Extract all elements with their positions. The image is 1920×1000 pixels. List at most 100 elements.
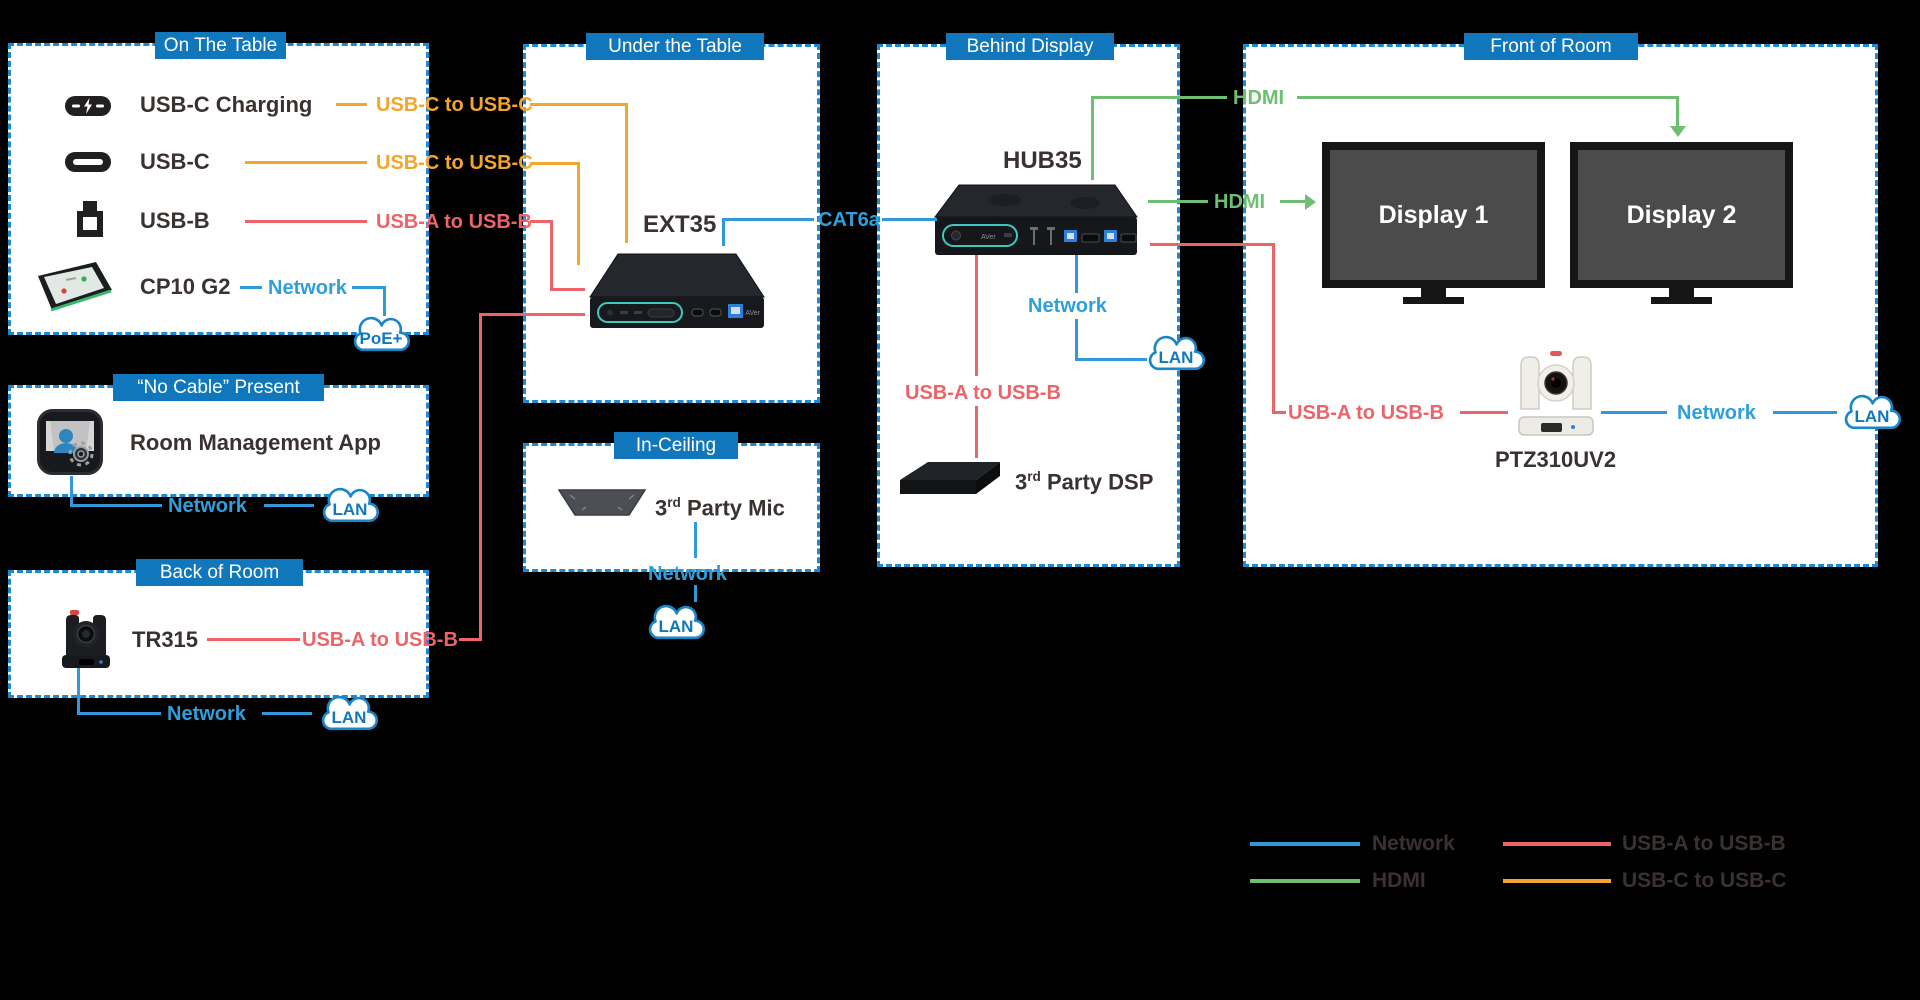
route-usbc1-h: [530, 103, 628, 106]
poe-cloud: PoE+: [348, 312, 414, 356]
hub-net-line-h: [1075, 358, 1147, 361]
zone-title-behind-display: Behind Display: [946, 33, 1114, 60]
ext35-device: AVer: [588, 252, 766, 337]
route-usbc2-v: [577, 162, 580, 265]
svg-text:AVer: AVer: [745, 310, 760, 317]
usb-c-icon: [64, 151, 112, 178]
route-usbb-h2: [550, 288, 585, 291]
tr315-net-label: Network: [167, 703, 246, 725]
hdmi1-line-v2: [1676, 96, 1679, 127]
rma-net-line-h2: [264, 504, 314, 507]
mic-lan-cloud: LAN: [643, 600, 709, 644]
tr315-usb-line-v: [479, 313, 482, 641]
ptz-lan-cloud: LAN: [1839, 390, 1905, 434]
mic-label-sup: rd: [667, 495, 681, 510]
mic-label-num: 3: [655, 495, 668, 521]
mic-net-line-v2: [694, 585, 697, 602]
hub-usb-line-h2: [1272, 411, 1286, 414]
display-1-screen: Display 1: [1330, 150, 1537, 280]
hub-net-line-v1: [1075, 255, 1078, 293]
zone-title-front-of-room: Front of Room: [1464, 33, 1638, 60]
usb-c-label: USB-C: [140, 149, 210, 174]
hdmi2-line-h1: [1148, 200, 1208, 203]
hub35-device: AVer: [933, 183, 1139, 262]
display-2-screen: Display 2: [1578, 150, 1785, 280]
route-usbb-h1: [530, 220, 553, 223]
ptz310uv2-label: PTZ310UV2: [1495, 447, 1617, 472]
ceiling-mic-label: 3rd Party Mic: [655, 492, 785, 519]
hdmi1-line-h1: [1091, 96, 1227, 99]
rma-net-line-h1: [70, 504, 162, 507]
hdmi2-line-h2: [1280, 200, 1307, 203]
legend-usba-line: [1503, 842, 1611, 846]
tr315-net-line-v: [77, 668, 80, 715]
zone-title-no-cable: “No Cable” Present: [113, 374, 324, 401]
usb-b-icon: [74, 200, 106, 245]
cat6a-line-v: [722, 219, 725, 246]
display-1-stand-base: [1403, 297, 1464, 304]
tr315-label: TR315: [132, 627, 199, 652]
route-usbb-v: [550, 220, 553, 291]
tr315-usb-line-c: [479, 313, 585, 316]
usbb-cable-line: [245, 220, 367, 223]
ptz310uv2-camera-icon: [1513, 343, 1599, 444]
dsp-label-sup: rd: [1027, 469, 1041, 484]
usbc-cable-line: [245, 161, 367, 164]
display-1-label: Display 1: [1378, 200, 1489, 229]
cp10-net-line-c: [383, 286, 386, 316]
legend-hdmi-label: HDMI: [1372, 869, 1426, 892]
dsp-device-icon: [898, 456, 1002, 501]
display-1: Display 1: [1322, 142, 1545, 288]
hdmi1-arrow-icon: [1670, 126, 1686, 137]
mic-label-rest: Party Mic: [680, 495, 785, 521]
hub-lan-cloud: LAN: [1143, 331, 1209, 375]
legend-usba-label: USB-A to USB-B: [1622, 832, 1786, 855]
display-1-stand-neck: [1421, 288, 1446, 297]
cp10-net-line-a: [240, 286, 262, 289]
rma-lan-cloud-label: LAN: [332, 500, 368, 519]
room-management-app-label: Room Management App: [130, 430, 381, 455]
tr315-usb-line-b: [459, 638, 482, 641]
front-usb-label: USB-A to USB-B: [1288, 402, 1444, 424]
usb-c-charging-label: USB-C Charging: [140, 92, 313, 117]
dsp-label: 3rd Party DSP: [1015, 466, 1153, 493]
rma-lan-cloud: LAN: [317, 483, 383, 527]
zone-title-back-of-room: Back of Room: [136, 559, 303, 586]
dsp-label-rest: Party DSP: [1040, 469, 1154, 495]
legend-usbc-label: USB-C to USB-C: [1622, 869, 1787, 892]
route-usbc2-h: [530, 162, 580, 165]
dsp-usb-line-v2: [975, 406, 978, 458]
tr315-lan-cloud: LAN: [316, 691, 382, 735]
tr315-net-line-h2: [262, 712, 312, 715]
cp10-tablet-icon: [34, 260, 114, 319]
usbc-charging-cable-label: USB-C to USB-C: [376, 94, 533, 116]
hub-usb-line-v: [1272, 243, 1275, 414]
legend-usbc-line: [1503, 879, 1611, 883]
usb-c-charging-icon: [64, 95, 112, 122]
hub-net-label: Network: [1028, 295, 1107, 317]
cat6a-label: CAT6a: [818, 209, 880, 231]
ptz-net-line-h2: [1773, 411, 1837, 414]
hub-net-line-v2: [1075, 319, 1078, 361]
hub-lan-cloud-label: LAN: [1158, 348, 1194, 367]
hdmi1-line-v1: [1091, 97, 1094, 180]
cp10-net-line-b: [352, 286, 386, 289]
route-usbc1-v: [625, 103, 628, 243]
tr315-usb-label: USB-A to USB-B: [302, 629, 458, 651]
ext35-label: EXT35: [643, 211, 717, 238]
mic-net-label: Network: [648, 563, 727, 585]
hub35-label: HUB35: [1003, 147, 1082, 174]
cat6a-line-h1: [722, 218, 814, 221]
poe-cloud-label: PoE+: [359, 329, 403, 348]
usb-b-label: USB-B: [140, 208, 210, 233]
dsp-usb-line-v1: [975, 255, 978, 376]
usbb-cable-label: USB-A to USB-B: [376, 211, 532, 233]
hub-usb-line-h1: [1150, 243, 1275, 246]
zone-title-under-the-table: Under the Table: [586, 33, 764, 60]
tr315-net-line-h1: [77, 712, 161, 715]
tr315-usb-line-a: [207, 638, 300, 641]
zone-front-of-room: [1243, 44, 1878, 567]
hdmi2-arrow-icon: [1305, 194, 1316, 210]
hdmi2-label: HDMI: [1214, 191, 1266, 213]
